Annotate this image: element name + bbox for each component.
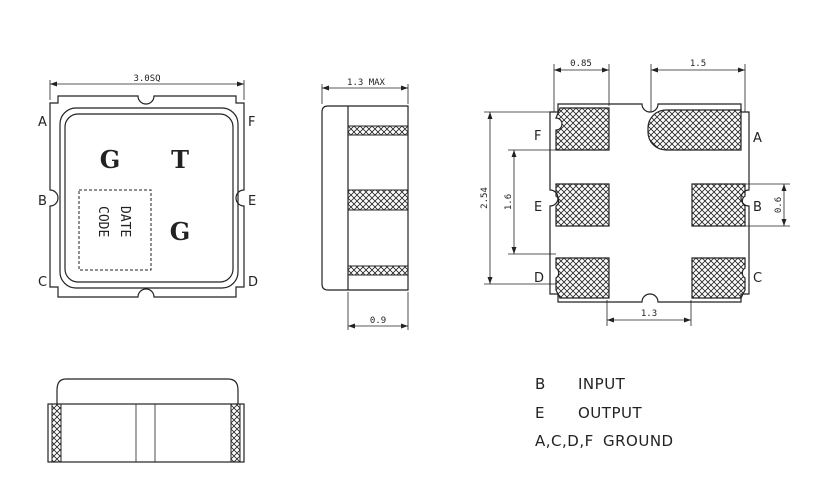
- dim-pitch-vertical-outer: 2.54: [480, 187, 490, 209]
- dim-pitch-bottom: 1.3: [641, 309, 657, 319]
- pad-e: [555, 183, 610, 227]
- bottom-pin-label-f: F: [534, 129, 541, 144]
- pin-label-c: C: [38, 275, 47, 290]
- legend-pin-b: B: [535, 375, 546, 393]
- dim-pad-width: 0.85: [570, 59, 592, 69]
- date-code-box: [78, 189, 152, 271]
- pin-legend: B INPUT E OUTPUT A,C,D,F GROUND: [535, 375, 674, 450]
- legend-pin-e: E: [535, 404, 545, 422]
- front-view: [47, 378, 245, 463]
- bottom-pin-label-c: C: [753, 271, 762, 286]
- pad-b: [691, 183, 746, 227]
- pin-label-f: F: [248, 115, 255, 130]
- pin-label-a: A: [38, 115, 47, 130]
- dim-side-height: 1.3 MAX: [347, 78, 386, 88]
- pad-f: [555, 107, 610, 151]
- dim-pad-pitch-top: 1.5: [690, 59, 706, 69]
- legend-function-e: OUTPUT: [578, 404, 642, 422]
- top-view-lid: [59, 107, 239, 289]
- code-label: CODE: [95, 206, 110, 237]
- pad-d: [555, 257, 610, 299]
- marking-g2: G: [170, 217, 191, 246]
- bottom-view: F A E B D C 0.85 1.5 2.54 1.6: [480, 59, 790, 326]
- top-view-outline: [49, 95, 245, 298]
- date-label: DATE: [117, 206, 132, 237]
- pad-c: [691, 257, 746, 299]
- dim-top-width: 3.0SQ: [133, 74, 160, 84]
- pin-label-d: D: [248, 275, 258, 290]
- dim-pitch-vertical-inner: 1.6: [504, 194, 514, 210]
- dim-pad-height: 0.6: [774, 197, 784, 213]
- front-view-cap: [56, 378, 239, 404]
- front-view-base: [47, 403, 245, 463]
- pad-a: [647, 109, 742, 151]
- bottom-pin-label-b: B: [753, 200, 762, 215]
- side-view-body: [321, 105, 409, 291]
- bottom-pin-label-e: E: [534, 200, 542, 215]
- top-view-lid-inner: [64, 113, 234, 283]
- dim-side-thickness: 0.9: [370, 316, 386, 326]
- marking-t: T: [171, 145, 189, 174]
- side-view: 1.3 MAX 0.9: [321, 78, 409, 330]
- pin-label-e: E: [248, 194, 256, 209]
- marking-g1: G: [100, 145, 121, 174]
- bottom-pin-label-d: D: [534, 271, 544, 286]
- bottom-pin-label-a: A: [753, 131, 762, 146]
- pin-label-b: B: [38, 194, 47, 209]
- legend-pin-ground: A,C,D,F: [535, 432, 594, 450]
- top-view: 3.0SQ G T G DATE CODE A B C D E F: [38, 74, 258, 298]
- legend-function-b: INPUT: [578, 375, 626, 393]
- bottom-view-outline: [549, 103, 750, 303]
- legend-function-ground: GROUND: [603, 432, 674, 450]
